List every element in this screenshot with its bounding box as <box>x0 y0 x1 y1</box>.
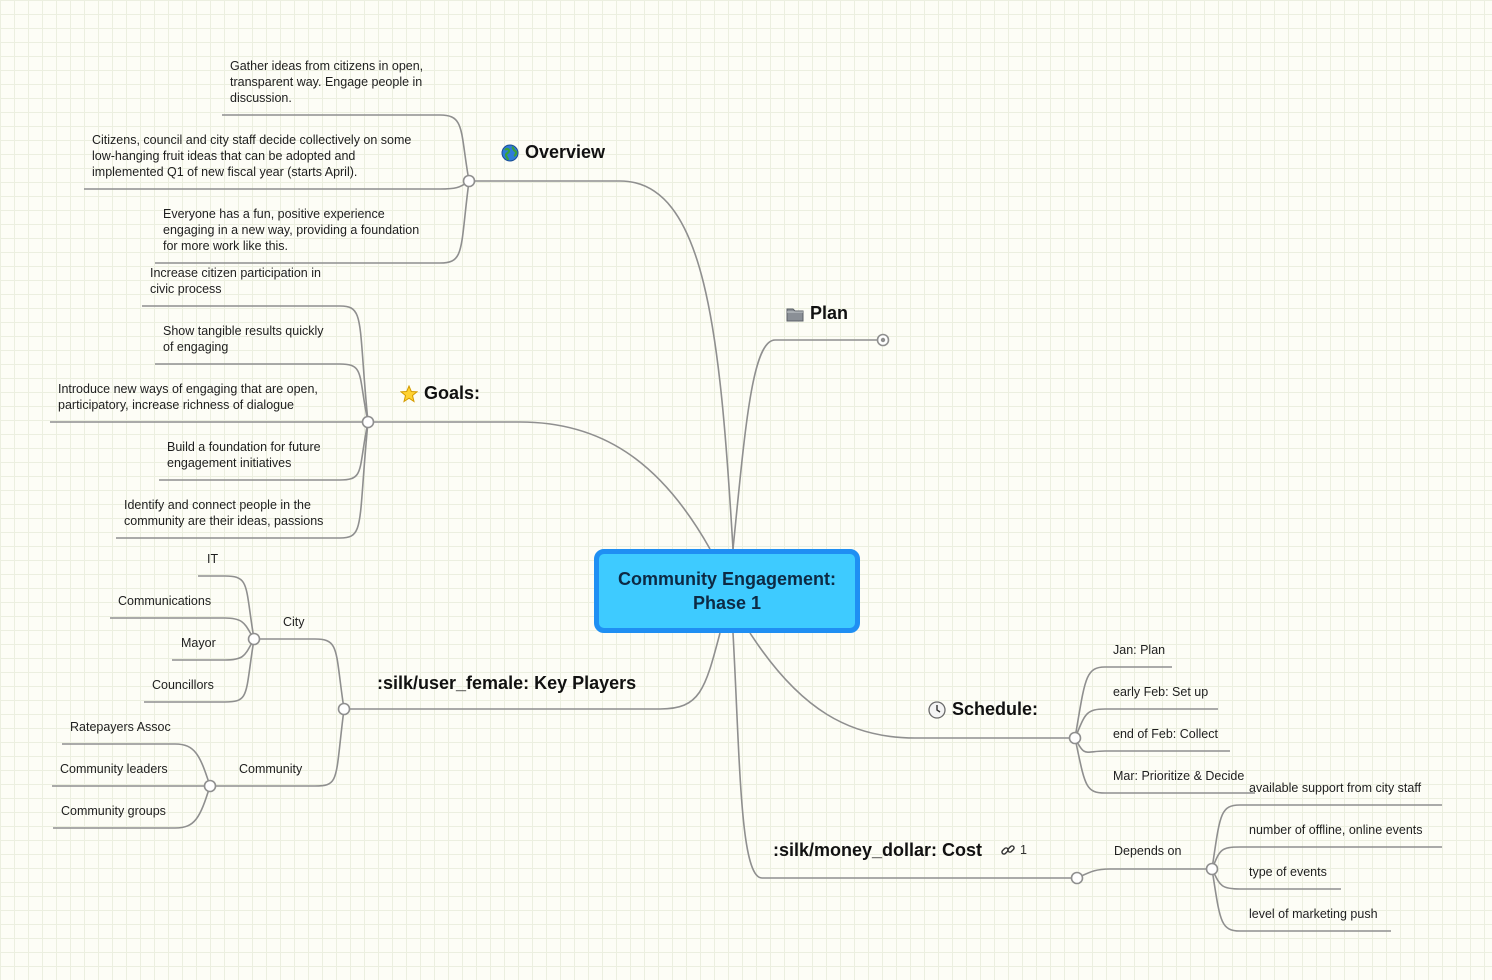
depends-on-node[interactable]: Depends on <box>1114 844 1182 858</box>
goal-item[interactable]: Increase citizen participation in civic … <box>150 266 321 296</box>
overview-label: Overview <box>525 142 606 162</box>
schedule-item[interactable]: early Feb: Set up <box>1113 685 1209 699</box>
city-item[interactable]: Communications <box>118 594 212 608</box>
overview-collapse-handle[interactable] <box>462 174 476 188</box>
goals-label: Goals: <box>424 383 481 403</box>
cost-collapse-handle[interactable] <box>1070 871 1084 885</box>
plan-node[interactable]: Plan <box>786 303 848 324</box>
link-icon <box>1000 842 1016 858</box>
overview-item[interactable]: Gather ideas from citizens in open, tran… <box>230 59 424 105</box>
community-item[interactable]: Community leaders <box>60 762 168 776</box>
city-collapse-handle[interactable] <box>247 632 261 646</box>
globe-icon <box>501 144 519 162</box>
overview-node[interactable]: Overview <box>501 142 605 163</box>
goals-collapse-handle[interactable] <box>361 415 375 429</box>
plan-label: Plan <box>810 303 849 323</box>
schedule-label: Schedule: <box>952 699 1039 719</box>
schedule-item[interactable]: end of Feb: Collect <box>1113 727 1218 741</box>
city-item[interactable]: Councillors <box>152 678 214 692</box>
key-players-collapse-handle[interactable] <box>337 702 351 716</box>
depends-on-collapse-handle[interactable] <box>1205 862 1219 876</box>
goal-item[interactable]: Identify and connect people in the commu… <box>124 498 324 528</box>
depends-on-item[interactable]: number of offline, online events <box>1249 823 1423 837</box>
depends-on-item[interactable]: type of events <box>1249 865 1327 879</box>
plan-expand-dot <box>880 337 886 343</box>
community-item[interactable]: Ratepayers Assoc <box>70 720 171 734</box>
overview-item[interactable]: Citizens, council and city staff decide … <box>92 133 412 179</box>
key-players-label: :silk/user_female: Key Players <box>377 673 637 693</box>
link-count: 1 <box>1020 843 1027 857</box>
goal-item[interactable]: Show tangible results quickly of engagin… <box>163 324 324 354</box>
city-item[interactable]: IT <box>207 552 219 566</box>
community-item[interactable]: Community groups <box>61 804 166 818</box>
schedule-collapse-handle[interactable] <box>1068 731 1082 745</box>
overview-item[interactable]: Everyone has a fun, positive experience … <box>163 207 420 253</box>
cost-node[interactable]: :silk/money_dollar: Cost <box>773 840 982 861</box>
key-players-node[interactable]: :silk/user_female: Key Players <box>377 673 636 694</box>
goal-item[interactable]: Introduce new ways of engaging that are … <box>58 382 318 412</box>
link-badge[interactable]: 1 <box>1000 842 1027 858</box>
depends-on-item[interactable]: available support from city staff <box>1249 781 1422 795</box>
city-node[interactable]: City <box>283 615 305 629</box>
goal-item[interactable]: Build a foundation for future engagement… <box>167 440 321 470</box>
clock-icon <box>928 700 946 719</box>
root-node[interactable]: Community Engagement: Phase 1 <box>594 549 860 633</box>
star-icon <box>400 384 418 403</box>
goals-node[interactable]: Goals: <box>400 383 480 404</box>
root-label: Community Engagement: Phase 1 <box>617 569 836 613</box>
schedule-item[interactable]: Mar: Prioritize & Decide <box>1113 769 1245 783</box>
city-item[interactable]: Mayor <box>181 636 216 650</box>
community-node[interactable]: Community <box>239 762 303 776</box>
schedule-item[interactable]: Jan: Plan <box>1113 643 1166 657</box>
cost-label: :silk/money_dollar: Cost <box>773 840 983 860</box>
schedule-node[interactable]: Schedule: <box>928 699 1038 720</box>
depends-on-item[interactable]: level of marketing push <box>1249 907 1378 921</box>
community-collapse-handle[interactable] <box>203 779 217 793</box>
folder-icon <box>786 305 804 323</box>
